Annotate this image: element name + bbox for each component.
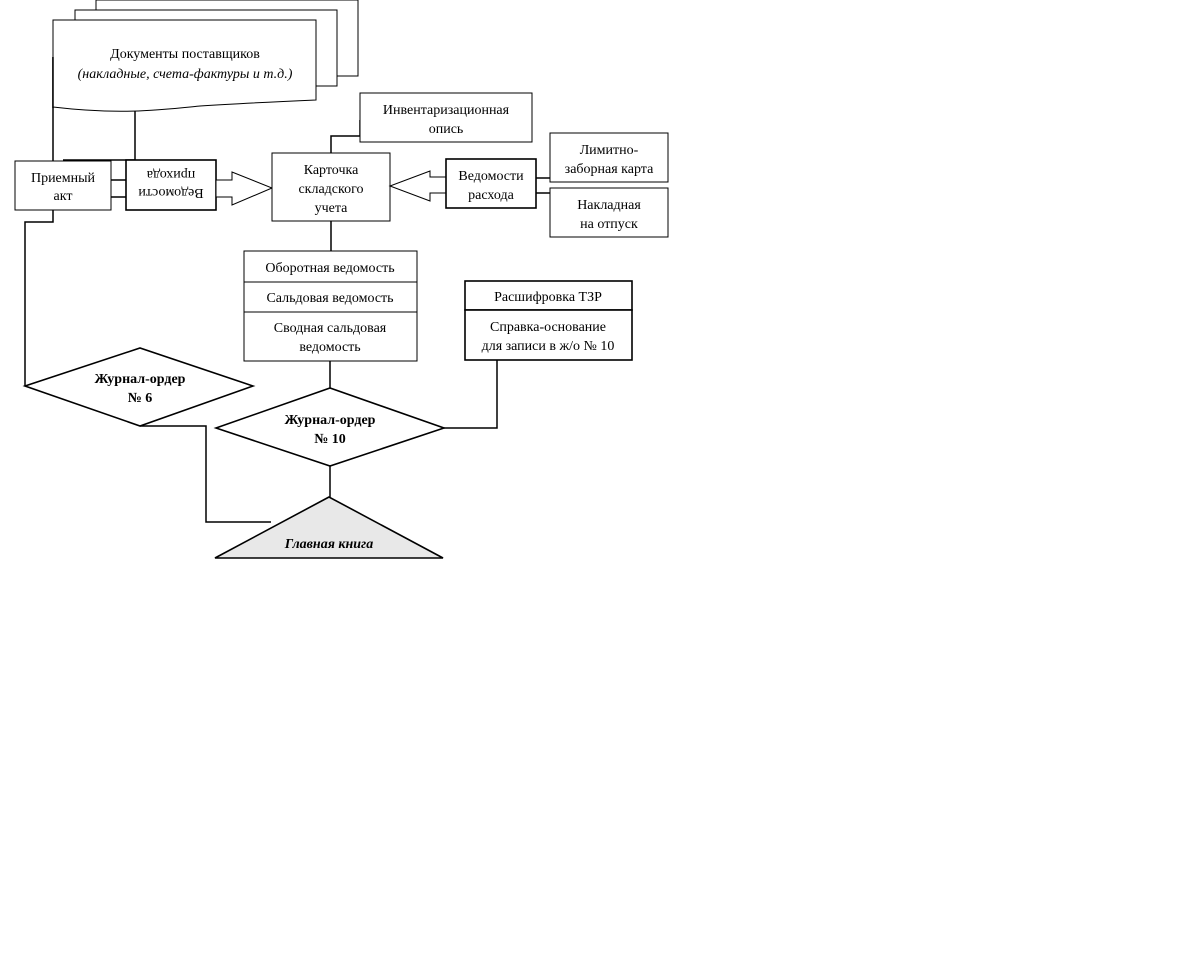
connectors <box>24 57 550 523</box>
stock-card-label: Карточка <box>304 163 359 178</box>
reference-label: Справка-основание <box>490 320 606 335</box>
summary-balance-label-2: ведомость <box>299 340 360 355</box>
inventory-label-2: опись <box>429 122 464 137</box>
issue-invoice-box: Накладная на отпуск <box>549 187 669 238</box>
journal6-label: Журнал-ордер <box>95 372 186 387</box>
expense-sheets-label: Ведомости <box>458 169 524 184</box>
journal6-label-2: № 6 <box>128 391 153 406</box>
tzr-breakdown-label: Расшифровка ТЗР <box>494 290 602 305</box>
supplier-docs-title: Документы поставщиков <box>110 47 260 62</box>
general-ledger: Главная книга <box>214 496 444 559</box>
summary-balance-label: Сводная сальдовая <box>274 321 387 336</box>
income-sheets-label-2: прихода <box>146 167 195 182</box>
turnover-sheet-label: Оборотная ведомость <box>265 261 394 276</box>
journal-order-6: Журнал-ордер № 6 <box>22 347 256 427</box>
income-sheets-label: Ведомости <box>138 185 204 200</box>
limit-card-box: Лимитно- заборная карта <box>549 132 669 183</box>
limit-card-label-2: заборная карта <box>565 162 654 177</box>
expense-sheets-box: Ведомости расхода <box>445 158 537 209</box>
receipt-act-label-2: акт <box>54 189 73 204</box>
journal10-label-2: № 10 <box>314 432 346 447</box>
general-ledger-label: Главная книга <box>284 537 373 552</box>
stock-card-label-2: складского <box>298 182 363 197</box>
balance-sheet-label: Сальдовая ведомость <box>266 291 393 306</box>
journal10-label: Журнал-ордер <box>285 413 376 428</box>
turnover-stack: Оборотная ведомость Сальдовая ведомость … <box>243 250 418 362</box>
stock-card-label-3: учета <box>315 201 349 216</box>
issue-invoice-label-2: на отпуск <box>580 217 638 232</box>
inventory-box: Инвентаризационная опись <box>359 92 533 143</box>
reference-label-2: для записи в ж/о № 10 <box>482 339 615 354</box>
inventory-label: Инвентаризационная <box>383 103 510 118</box>
stock-card-box: Карточка складского учета <box>271 152 391 222</box>
supplier-documents: Документы поставщиков (накладные, счета-… <box>52 0 359 112</box>
arrow-right-icon <box>215 171 274 206</box>
receipt-act-label: Приемный <box>31 171 96 186</box>
limit-card-label: Лимитно- <box>580 143 639 158</box>
issue-invoice-label: Накладная <box>577 198 641 213</box>
supplier-docs-subtitle: (накладные, счета-фактуры и т.д.) <box>78 67 293 82</box>
income-sheets-box: Ведомости прихода <box>125 159 217 211</box>
journal-order-10: Журнал-ордер № 10 <box>213 387 447 467</box>
expense-sheets-label-2: расхода <box>468 188 514 203</box>
receipt-act-box: Приемный акт <box>14 160 112 211</box>
tzr-stack: Расшифровка ТЗР Справка-основание для за… <box>464 280 633 361</box>
arrow-left-icon <box>388 170 447 202</box>
